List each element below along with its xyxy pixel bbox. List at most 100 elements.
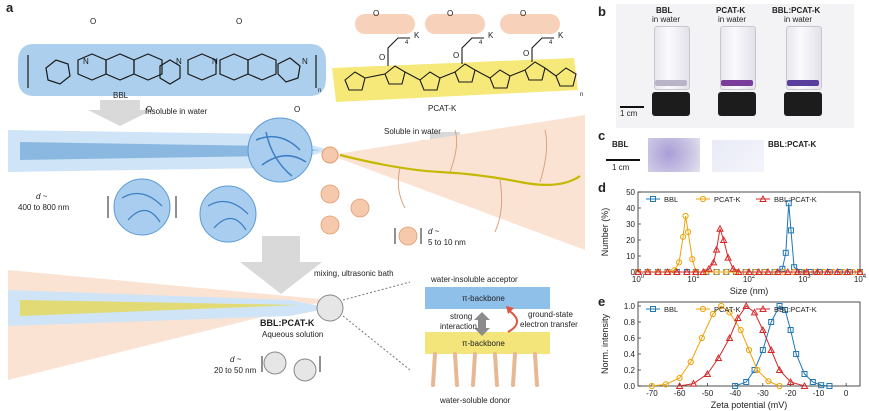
data-point (768, 319, 775, 325)
y-axis-label: Norm. intensity (600, 313, 610, 374)
svg-text:O: O (373, 9, 379, 18)
vial-blend-name: BBL:PCAT-K (772, 6, 821, 15)
pcatk-chain-sidechains (397, 129, 548, 233)
bbl-aggregate-large (247, 117, 313, 183)
blend-particle (316, 294, 344, 322)
x-tick-label: 101 (687, 274, 700, 284)
data-point (775, 365, 784, 373)
data-point (676, 374, 683, 382)
x-tick-label: -10 (813, 389, 825, 398)
data-point (703, 369, 712, 377)
bbl-size-d: d ~ (36, 192, 48, 201)
data-point (759, 347, 766, 353)
data-point (698, 334, 705, 342)
svg-text:O: O (146, 105, 152, 114)
y-tick-label: 0 (631, 268, 636, 277)
data-point (767, 345, 776, 353)
svg-text:4: 4 (479, 40, 483, 46)
y-tick-label: 0.4 (624, 350, 636, 359)
data-point (643, 267, 652, 275)
film-label-bbl: BBL (612, 140, 629, 149)
pcatk-halo-cone (330, 115, 585, 250)
series-line (734, 305, 830, 387)
donor-label: water-soluble donor (440, 396, 511, 405)
vial-bbl-liquid (655, 80, 687, 86)
x-tick-label: -60 (674, 389, 686, 398)
vial-bbl: BBL in water (650, 6, 692, 118)
data-point (709, 310, 717, 318)
pcatk-chemical-structure (344, 37, 577, 91)
svg-text:4: 4 (405, 40, 409, 46)
vial-blend-liquid (787, 80, 819, 86)
data-point (712, 245, 721, 253)
data-point (779, 265, 786, 272)
data-point (801, 371, 808, 377)
svg-text:N: N (176, 57, 182, 66)
strong-interaction-arrow (474, 312, 490, 336)
data-point (662, 381, 669, 388)
data-point (742, 301, 751, 309)
x-tick-label: 103 (798, 274, 811, 284)
data-point (714, 353, 723, 361)
pcatk-coils (320, 184, 418, 246)
film-blend (712, 140, 764, 172)
y-tick-label: 10 (626, 252, 635, 261)
svg-text:O: O (236, 17, 242, 26)
panel-b-scale-label: 1 cm (620, 109, 638, 118)
y-tick-label: 50 (626, 188, 635, 197)
panel-label-d: d (598, 180, 606, 195)
vial-pcatk-name: PCAT-K (716, 6, 746, 15)
data-point (783, 267, 792, 275)
panel-a-schematic: O O O O N N N N n O O O K K K O O (8, 9, 585, 387)
svg-text:O: O (90, 17, 96, 26)
data-point (672, 267, 681, 275)
data-point (787, 327, 794, 333)
data-point (843, 267, 852, 275)
data-point (793, 267, 802, 275)
data-point (737, 326, 744, 334)
acceptor-label: water-insoluble acceptor (431, 275, 518, 284)
svg-text:O: O (520, 9, 526, 18)
pcatk-size-bracket (394, 228, 422, 244)
data-point (682, 212, 689, 220)
data-point (685, 228, 692, 236)
pi-backbone-top: π-backbone (462, 294, 505, 303)
blend-size-range: 20 to 50 nm (214, 366, 257, 375)
x-tick-label: -50 (702, 389, 714, 398)
svg-text:O: O (294, 105, 300, 114)
data-point (634, 267, 642, 275)
legend-marker (759, 304, 767, 312)
legend-entry: BBL (664, 305, 678, 314)
svg-text:O: O (379, 53, 385, 62)
x-tick-label: 102 (743, 274, 756, 284)
legend-marker (759, 194, 767, 202)
data-point (680, 233, 687, 240)
x-tick-label: -70 (646, 389, 658, 398)
legend-marker (650, 306, 656, 312)
data-point (734, 267, 743, 275)
bbl-aggregate-1 (113, 178, 171, 236)
legend-entry: BBL:PCAT-K (774, 305, 817, 314)
data-point (776, 382, 783, 390)
data-point (745, 267, 753, 275)
data-point (818, 382, 825, 389)
arrow-mixing (240, 236, 322, 294)
legend-marker (650, 196, 656, 202)
data-point (743, 379, 750, 385)
svg-text:K: K (558, 31, 564, 40)
blend-core (20, 300, 300, 316)
data-point (759, 325, 767, 333)
panel-label-e: e (598, 294, 606, 309)
data-point (856, 267, 864, 275)
plot-frame (637, 301, 861, 387)
data-point (724, 253, 732, 261)
svg-text:O: O (453, 51, 459, 60)
data-point (732, 383, 739, 389)
pcatk-chain-line (339, 153, 581, 187)
bbl-fibre-core (20, 142, 320, 160)
vial-bbl-sub: in water (652, 15, 681, 24)
x-tick-label: -40 (729, 389, 741, 398)
data-point (826, 383, 833, 389)
series-line (679, 305, 805, 387)
